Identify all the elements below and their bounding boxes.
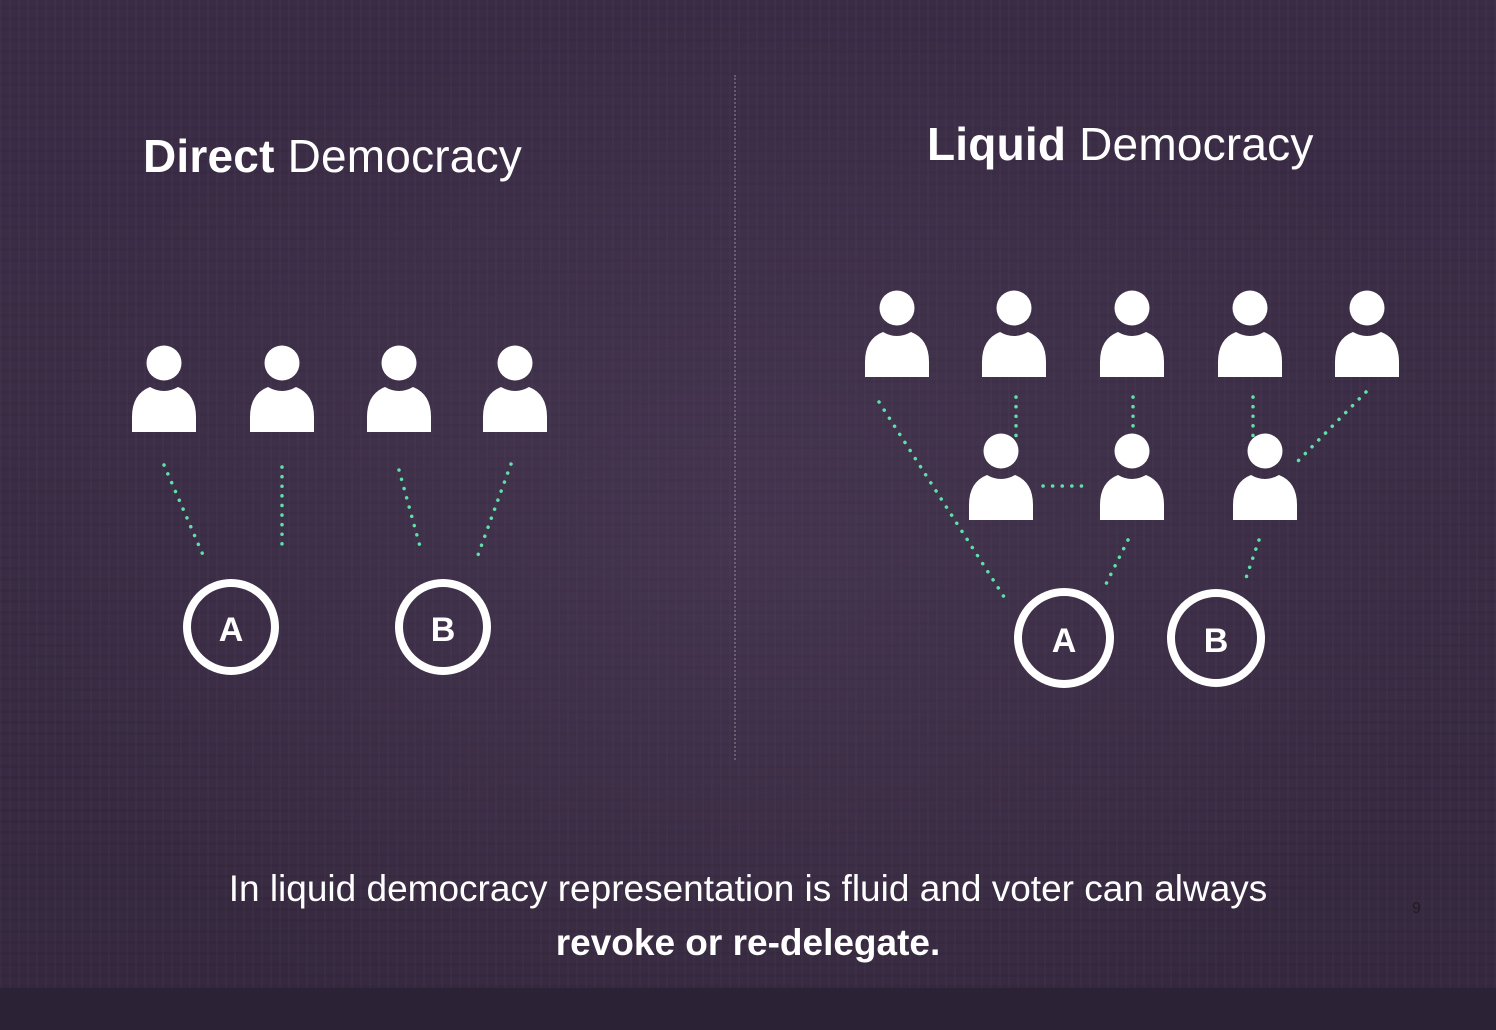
direct-connectors (162, 462, 513, 557)
liquid-voters-top (865, 290, 1399, 377)
direct-connector (397, 468, 423, 552)
liquid-option-a: A (1014, 588, 1114, 688)
direct-title-rest: Democracy (274, 130, 522, 182)
direct-option-b-label: B (431, 611, 456, 649)
liquid-option-b: B (1167, 589, 1265, 687)
liquid-connector (877, 400, 1008, 602)
person-icon (367, 345, 431, 432)
liquid-connector (1296, 390, 1368, 463)
circle-letter-icon (183, 579, 279, 675)
person-icon (1335, 290, 1399, 377)
circle-letter-icon (1167, 589, 1265, 687)
person-icon (1100, 290, 1164, 377)
section-divider (734, 75, 736, 760)
person-icon (969, 433, 1033, 520)
person-icon (132, 345, 196, 432)
person-icon (1233, 433, 1297, 520)
direct-connector (162, 463, 205, 557)
direct-democracy-title: Direct Democracy (143, 129, 522, 183)
circle-letter-icon (1014, 588, 1114, 688)
liquid-connectors (877, 390, 1368, 602)
liquid-option-a-label: A (1052, 622, 1077, 660)
direct-voters (132, 345, 547, 432)
liquid-democracy-title: Liquid Democracy (927, 117, 1314, 171)
direct-title-bold: Direct (143, 130, 275, 182)
liquid-connector (1102, 538, 1130, 590)
person-icon (250, 345, 314, 432)
bottom-bar (0, 988, 1496, 1030)
page-number: 9 (1412, 900, 1421, 917)
slide-caption: In liquid democracy representation is fl… (0, 862, 1496, 970)
person-icon (483, 345, 547, 432)
direct-option-b: B (395, 579, 491, 675)
person-icon (865, 290, 929, 377)
direct-option-a-label: A (219, 611, 244, 649)
caption-line-2: revoke or re-delegate. (555, 922, 941, 963)
caption-line-1: In liquid democracy representation is fl… (228, 868, 1268, 909)
democracy-diagram: A B A B (132, 290, 1399, 688)
person-icon (1218, 290, 1282, 377)
circle-letter-icon (395, 579, 491, 675)
liquid-title-rest: Democracy (1066, 118, 1314, 170)
direct-connector (476, 462, 513, 557)
liquid-connector (1244, 538, 1261, 580)
liquid-option-b-label: B (1204, 622, 1229, 660)
liquid-delegates (969, 433, 1297, 520)
person-icon (1100, 433, 1164, 520)
direct-option-a: A (183, 579, 279, 675)
person-icon (982, 290, 1046, 377)
liquid-title-bold: Liquid (927, 118, 1067, 170)
